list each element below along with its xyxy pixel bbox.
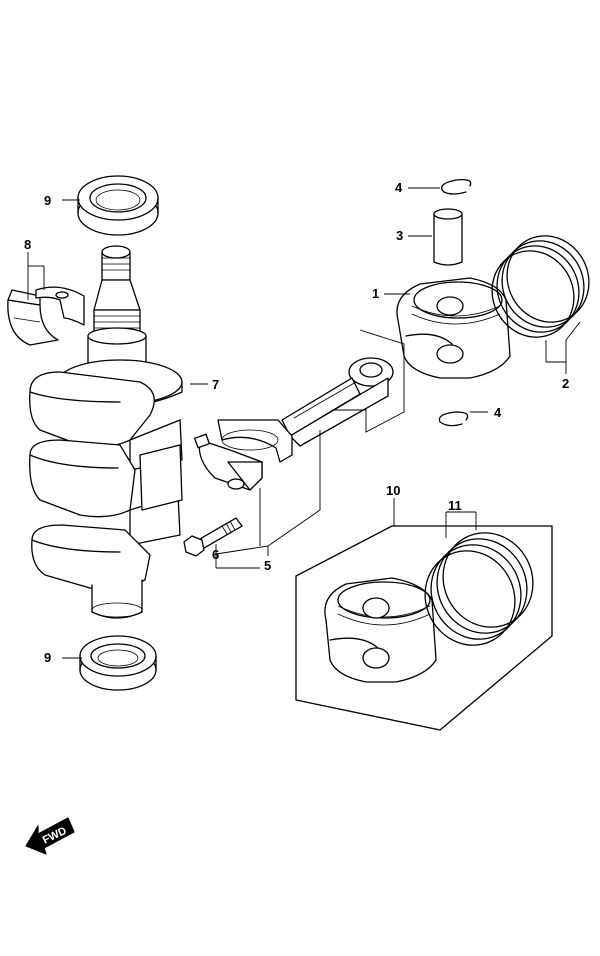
callout-8: 8 xyxy=(24,237,31,252)
callout-7: 7 xyxy=(212,377,219,392)
bearing-halves xyxy=(7,286,85,346)
callout-3: 3 xyxy=(396,228,403,243)
oil-seal-top xyxy=(77,175,159,236)
callout-2: 2 xyxy=(562,376,569,391)
circlip-top xyxy=(441,178,472,195)
leader-lines xyxy=(27,187,581,659)
callout-10: 10 xyxy=(386,483,400,498)
callout-11: 11 xyxy=(448,498,462,513)
piston-upper xyxy=(396,277,511,379)
crankshaft xyxy=(29,245,183,619)
oil-seal-bottom xyxy=(79,635,157,691)
callout-4-top: 4 xyxy=(395,180,403,195)
callout-5: 5 xyxy=(264,558,271,573)
piston-rings xyxy=(491,235,590,338)
fwd-label: FWD xyxy=(41,825,69,847)
callout-9-top: 9 xyxy=(44,193,51,208)
oversize-piston-rings xyxy=(424,532,534,646)
callout-6: 6 xyxy=(212,547,219,562)
callout-4-bottom: 4 xyxy=(494,405,502,420)
oversize-piston-kit-box xyxy=(295,525,553,731)
callout-1: 1 xyxy=(372,286,379,301)
conrod-bolt xyxy=(183,517,243,557)
piston-pin xyxy=(433,208,463,266)
fwd-arrow-icon: FWD xyxy=(25,817,75,855)
oversize-piston xyxy=(324,577,437,683)
circlip-bottom xyxy=(438,411,469,427)
callout-9-bottom: 9 xyxy=(44,650,51,665)
connecting-rod xyxy=(194,357,394,491)
